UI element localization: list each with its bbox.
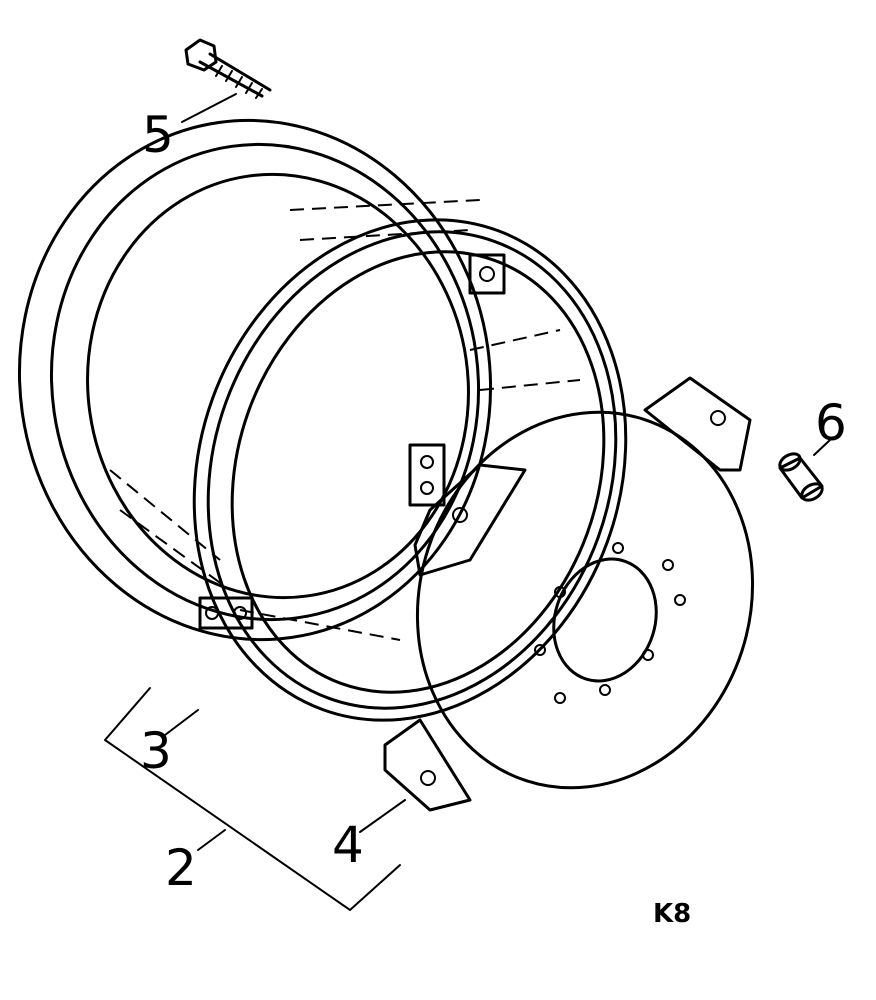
ring-lug: [198, 596, 254, 630]
callout-6: 6: [815, 394, 847, 452]
ring-lug: [468, 253, 506, 295]
callout-4: 4: [332, 816, 364, 874]
rim-part: [17, 118, 581, 642]
ring-lug: [408, 443, 446, 507]
ring-part: [192, 218, 628, 722]
bolt-part: [184, 38, 272, 99]
leader-lines: [104, 93, 831, 912]
callout-2: 2: [165, 839, 197, 897]
callout-3: 3: [140, 722, 172, 780]
center-disc-part: [383, 376, 755, 812]
callout-5: 5: [142, 106, 174, 164]
figure-code: K8: [653, 899, 691, 929]
spacer-part: [778, 452, 824, 502]
